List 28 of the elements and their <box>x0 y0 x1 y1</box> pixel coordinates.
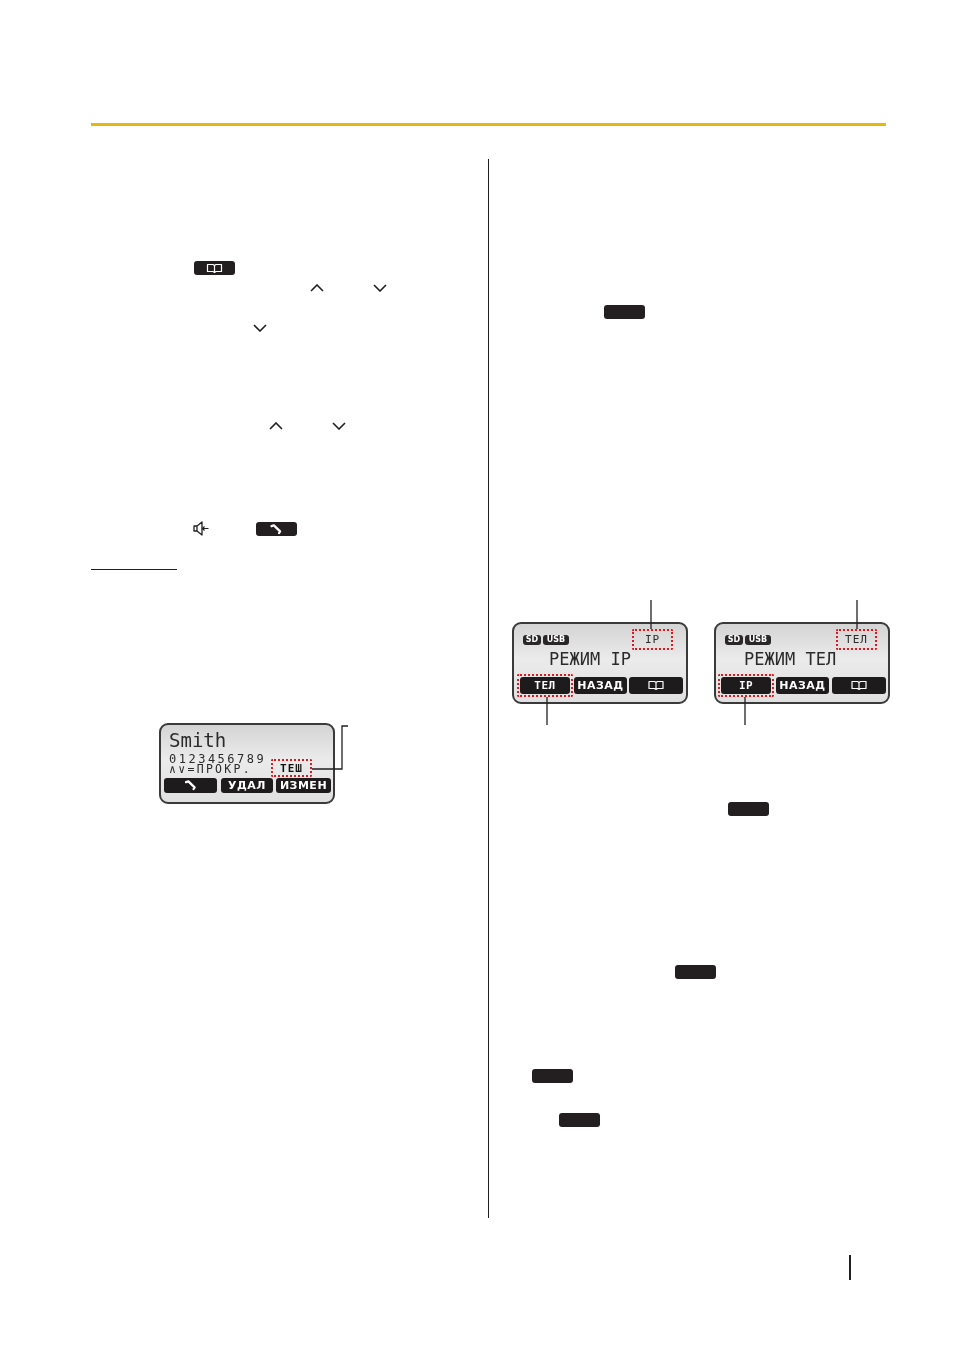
lcd-screen <box>714 622 890 704</box>
leader-line <box>311 725 349 770</box>
lcd-text: 0123456789 <box>169 753 267 765</box>
soft-key: НАЗАД <box>574 677 627 694</box>
soft-key <box>164 778 217 793</box>
lcd-text: РЕЖИМ ТЕЛ <box>744 651 837 668</box>
soft-key <box>832 677 886 694</box>
lcd-screen <box>159 723 335 804</box>
lcd-text: ∧∨=ПРОКР. <box>169 764 252 776</box>
leader-line <box>856 599 858 630</box>
highlighted-indicator: IP <box>632 629 673 650</box>
usb-indicator: USB <box>745 635 771 645</box>
soft-key: УДАЛ <box>221 778 273 793</box>
soft-key <box>629 677 683 694</box>
lcd-screen <box>512 622 688 704</box>
sd-indicator: SD <box>725 635 743 645</box>
usb-indicator: USB <box>543 635 569 645</box>
lcd-text: РЕЖИМ IP <box>549 651 631 668</box>
leader-line <box>744 696 746 726</box>
lcd-text: Smith <box>169 731 227 750</box>
leader-line <box>650 599 652 630</box>
soft-key: НАЗАД <box>776 677 829 694</box>
sd-indicator: SD <box>523 635 541 645</box>
soft-key: IP <box>721 677 771 694</box>
soft-key: ТЕЛ <box>520 677 570 694</box>
leader-line <box>546 696 548 726</box>
highlighted-indicator: ТЕЛ <box>836 629 877 650</box>
soft-key: ИЗМЕН <box>276 778 331 793</box>
